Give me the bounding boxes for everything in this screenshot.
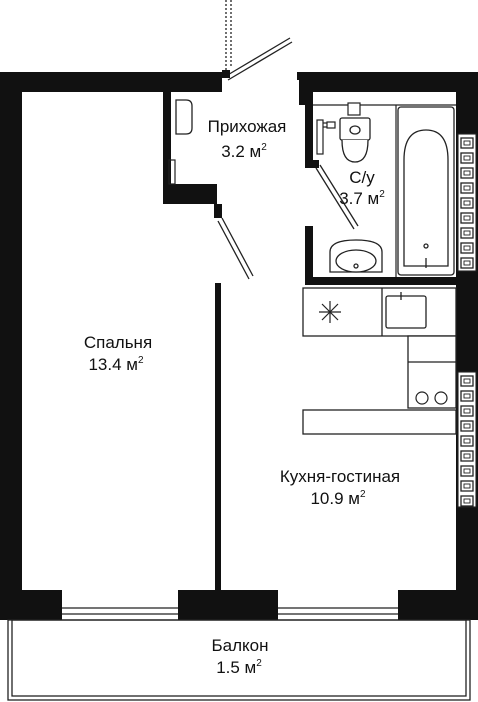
sink-icon [329, 239, 383, 273]
hallway-area: 3.2 м2 [221, 142, 267, 161]
bathroom-door [315, 164, 359, 230]
hood-icon [319, 301, 341, 323]
window-pane [460, 390, 474, 402]
bedroom-label: Спальня [84, 333, 152, 352]
window-pane [460, 242, 474, 254]
stove-icon [415, 391, 448, 405]
window-pane [460, 227, 474, 239]
balcony-area: 1.5 м2 [216, 658, 262, 677]
window-pane [460, 152, 474, 164]
window-pane [460, 480, 474, 492]
bedroom-area: 13.4 м2 [88, 355, 144, 374]
window-pane [460, 465, 474, 477]
dining-table [302, 409, 457, 435]
kitchen-label: Кухня-гостиная [280, 467, 400, 486]
window-pane-inner [463, 200, 471, 206]
window-pane [460, 182, 474, 194]
bathroom-label: С/у [349, 168, 375, 187]
window-pane-inner [463, 378, 471, 384]
window-pane-inner [463, 155, 471, 161]
window-pane-inner [463, 453, 471, 459]
window-pane [460, 420, 474, 432]
bathroom-area: 3.7 м2 [339, 189, 385, 208]
bedroom-door [217, 217, 254, 280]
window-pane [460, 375, 474, 387]
bathtub-icon [397, 106, 455, 276]
window-panes-bathroom [460, 137, 474, 269]
boiler-icon [347, 102, 361, 116]
window-pane [460, 405, 474, 417]
window-pane-inner [463, 185, 471, 191]
window-pane-inner [463, 245, 471, 251]
kitchen-counter [302, 287, 457, 409]
window-pane [460, 435, 474, 447]
window-pane [460, 450, 474, 462]
window-pane [460, 137, 474, 149]
window-panes-kitchen [460, 375, 474, 507]
window-pane [460, 495, 474, 507]
window-pane-inner [463, 230, 471, 236]
window-pane-inner [463, 423, 471, 429]
window-pane-inner [463, 260, 471, 266]
balcony-windows [62, 607, 398, 615]
window-pane [460, 257, 474, 269]
window-pane [460, 197, 474, 209]
window-pane-inner [463, 215, 471, 221]
window-pane-inner [463, 408, 471, 414]
balcony-label: Балкон [211, 636, 268, 655]
kitchen-sink-icon [385, 292, 427, 329]
interior-walls [163, 92, 456, 593]
window-pane-inner [463, 438, 471, 444]
hallway-label: Прихожая [208, 117, 287, 136]
hallway-partition [168, 159, 176, 185]
window-pane [460, 212, 474, 224]
towel-rail-icon [316, 119, 336, 155]
window-pane [460, 167, 474, 179]
wardrobe-icon [175, 99, 193, 135]
window-pane-inner [463, 140, 471, 146]
window-pane-inner [463, 483, 471, 489]
window-pane-inner [463, 468, 471, 474]
balcony-outline [7, 619, 471, 701]
window-pane-inner [463, 170, 471, 176]
toilet-icon [339, 117, 371, 163]
window-pane-inner [463, 393, 471, 399]
entrance-door [225, 0, 293, 81]
window-pane-inner [463, 498, 471, 504]
kitchen-area: 10.9 м2 [310, 489, 366, 508]
